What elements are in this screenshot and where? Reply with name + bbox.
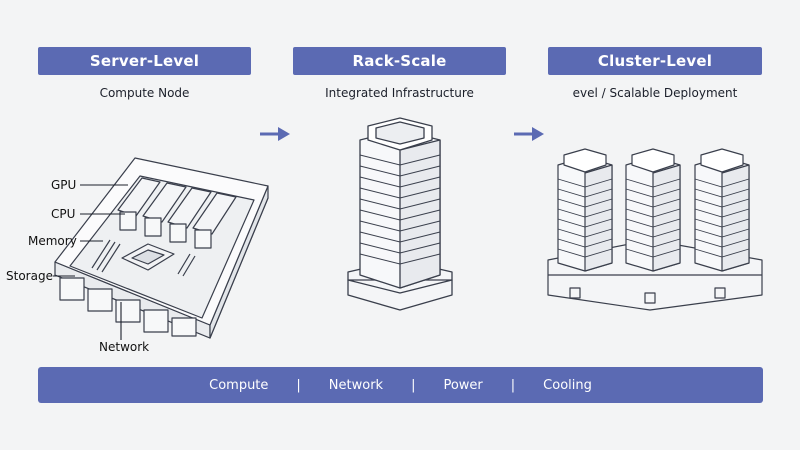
bar-item-cooling: Cooling <box>543 377 592 393</box>
stage-subtitle-cluster: evel / Scalable Deployment <box>572 86 738 100</box>
bar-separator: | <box>296 377 301 393</box>
label-memory: Memory <box>28 234 77 248</box>
stage-header-server: Server-Level <box>38 47 251 75</box>
rack-tower-icon <box>347 117 453 311</box>
bar-separator: | <box>411 377 416 393</box>
label-cpu: CPU <box>51 207 76 221</box>
arrow-right-icon <box>514 127 544 141</box>
arrow-right-icon <box>260 127 290 141</box>
stage-subtitle-rack: Integrated Infrastructure <box>325 86 474 100</box>
bar-separator: | <box>510 377 516 393</box>
bar-item-power: Power <box>443 377 483 393</box>
capabilities-bar: Compute | Network | Power | Cooling <box>38 367 763 403</box>
label-storage: Storage <box>6 269 53 283</box>
server-board-icon <box>54 157 269 339</box>
label-gpu: GPU <box>51 178 77 192</box>
bar-item-network: Network <box>328 377 384 393</box>
label-network: Network <box>99 340 150 354</box>
cluster-icon <box>547 148 763 311</box>
stage-header-rack: Rack-Scale <box>293 47 506 75</box>
bar-item-compute: Compute <box>209 377 269 393</box>
stage-header-cluster: Cluster-Level <box>548 47 762 75</box>
stage-subtitle-server: Compute Node <box>99 86 190 100</box>
